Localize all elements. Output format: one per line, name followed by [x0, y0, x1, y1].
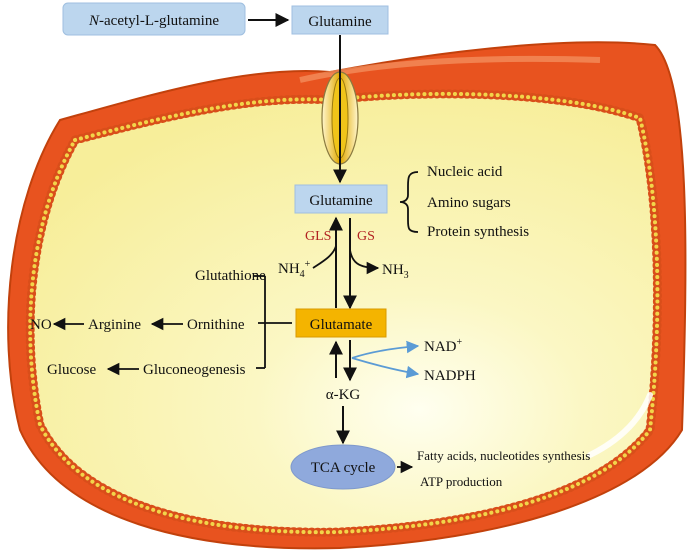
nh4-label: NH4+ [278, 259, 311, 280]
no-label: NO [30, 317, 52, 333]
glutamate-box [295, 308, 387, 338]
nadph-label: NADPH [424, 368, 476, 384]
extracellular-glutamine-label: Glutamine [308, 14, 372, 30]
intracellular-glutamine-box [294, 184, 388, 214]
nh4-input-arrow [312, 245, 337, 269]
n-acetyl-glutamine-label: N-acetyl-L-glutamine [88, 13, 219, 29]
nh3-output-arrow [349, 249, 380, 275]
use-amino-sugars: Amino sugars [427, 195, 511, 211]
atp-production-label: ATP production [420, 474, 503, 489]
intracellular-glutamine-label: Glutamine [309, 193, 373, 209]
n-acetyl-glutamine-box [62, 2, 246, 36]
nh3-label: NH3 [382, 262, 409, 281]
enzyme-gs-label: GS [357, 229, 375, 244]
extracellular-glutamine-box [291, 5, 389, 35]
glutamine-uses-brace [399, 171, 419, 233]
arginine-label: Arginine [88, 317, 141, 333]
glucose-label: Glucose [47, 362, 96, 378]
tca-cycle-node [290, 444, 396, 490]
glutathione-label: Glutathione [195, 268, 266, 284]
gluconeogenesis-label: Gluconeogenesis [143, 362, 246, 378]
fatty-acids-label: Fatty acids, nucleotides synthesis [417, 448, 590, 463]
ornithine-label: Ornithine [187, 317, 245, 333]
tca-cycle-label: TCA cycle [311, 460, 376, 476]
nadph-arrow [351, 357, 420, 379]
alpha-kg-label: α-KG [326, 387, 361, 403]
cell-shine [587, 392, 653, 458]
nad-arrow [351, 340, 420, 359]
glutamate-branch-bracket [254, 275, 292, 369]
glutamate-label: Glutamate [310, 317, 373, 333]
use-protein-synthesis: Protein synthesis [427, 224, 529, 240]
use-nucleic-acid: Nucleic acid [427, 164, 503, 180]
nad-label: NAD+ [424, 337, 463, 355]
enzyme-gls-label: GLS [305, 229, 331, 244]
cell-membrane-highlight [299, 55, 601, 83]
